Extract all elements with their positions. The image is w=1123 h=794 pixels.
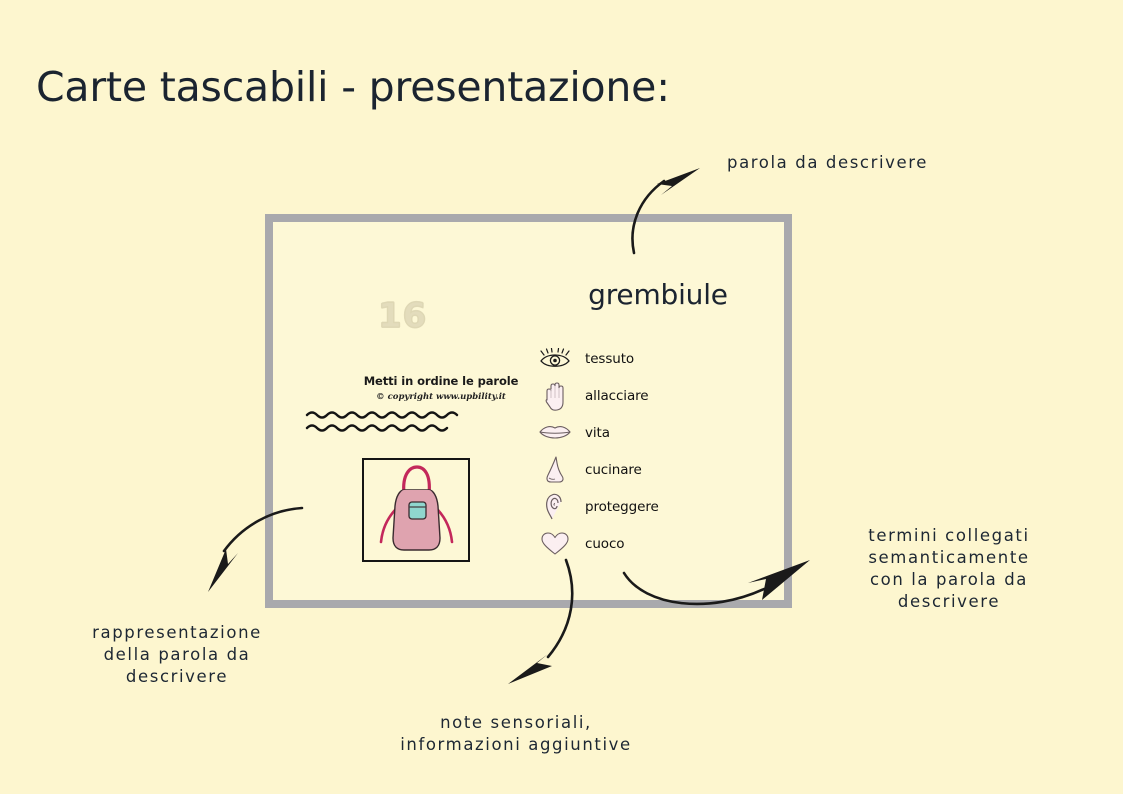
card-number: 16 [377, 295, 428, 336]
term-label: tessuto [585, 350, 635, 367]
card-picture [362, 458, 470, 562]
term-label: cuoco [585, 535, 625, 552]
hand-icon [535, 380, 575, 412]
nose-icon [535, 454, 575, 486]
term-label: proteggere [585, 498, 659, 515]
annotation-notes: note sensoriali, informazioni aggiuntive [400, 713, 632, 755]
eye-icon [535, 343, 575, 375]
term-row: cuoco [535, 525, 785, 562]
annotation-terms: termini collegati semanticamente con la … [868, 526, 1030, 612]
term-row: tessuto [535, 340, 785, 377]
wavy-writing-lines [305, 408, 467, 439]
term-row: vita [535, 414, 785, 451]
term-row: proteggere [535, 488, 785, 525]
lips-icon [535, 417, 575, 449]
heart-icon [535, 528, 575, 560]
card-copyright: © copyright www.upbility.it [376, 392, 506, 402]
pocket-card: 16 Metti in ordine le parole © copyright… [265, 214, 792, 608]
term-row: allacciare [535, 377, 785, 414]
ear-icon [535, 491, 575, 523]
apron-illustration [379, 465, 454, 551]
term-label: allacciare [585, 387, 649, 404]
card-word: grembiule [588, 278, 728, 311]
card-instruction: Metti in ordine le parole [363, 374, 519, 388]
annotation-picture: rappresentazione della parola da descriv… [92, 623, 262, 687]
term-row: cucinare [535, 451, 785, 488]
annotation-word: parola da descrivere [727, 153, 929, 172]
page-title: Carte tascabili - presentazione: [36, 63, 670, 111]
term-label: vita [585, 424, 610, 441]
term-label: cucinare [585, 461, 642, 478]
term-list: tessuto allacciare [535, 340, 785, 562]
card-inner: 16 Metti in ordine le parole © copyright… [273, 222, 784, 600]
